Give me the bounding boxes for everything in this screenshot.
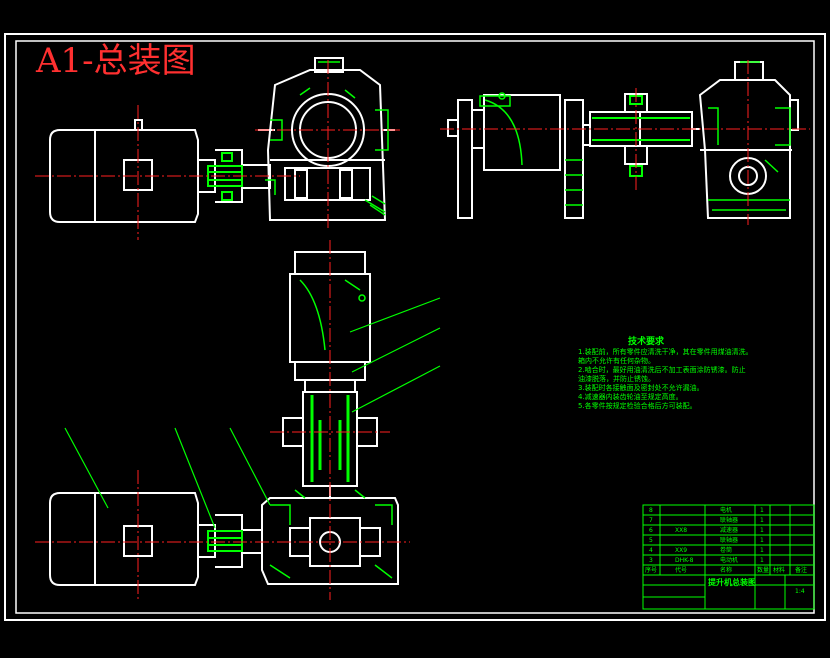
row-qty: 1 [760, 517, 764, 524]
row-no: 7 [649, 517, 653, 524]
coupling-bottom-hatch [207, 530, 243, 552]
technical-notes: 技术要求 1.装配前，所有零件应清洗干净，其在零件用煤油清洗。 箱内不允许有任何… [578, 335, 753, 410]
centerlines [35, 60, 810, 600]
shaft-coupling-hatch [310, 395, 350, 482]
gearbox-top-hatch [265, 61, 389, 216]
row-no: 6 [649, 527, 653, 534]
row-name: 联轴器 [720, 516, 738, 524]
row-no: 3 [649, 557, 653, 564]
row-no: 5 [649, 537, 653, 544]
notes-line: 5.各零件按规定检验合格后方可装配。 [578, 401, 697, 410]
sheet-border-inner [15, 40, 815, 614]
row-qty: 1 [760, 557, 764, 564]
drawing-title: A1-总装图 [35, 41, 196, 81]
notes-line: 油漆脱落，并防止锈蚀。 [578, 374, 655, 383]
sheet-border-outer [4, 33, 826, 621]
notes-line: 4.减速器内装齿轮油至规定高度。 [578, 392, 683, 401]
row-no: 4 [649, 547, 653, 554]
drum-center-hatch [299, 279, 366, 351]
gearbox-bottom-hatch [269, 489, 393, 579]
row-qty: 1 [760, 537, 764, 544]
row-code: XX8 [675, 527, 687, 534]
gearbox-side-hatch [708, 61, 791, 211]
drum-hatch [479, 92, 583, 206]
row-code: DHK-8 [675, 557, 694, 564]
drawing-name: 提升机总装图 [708, 577, 756, 587]
notes-line: 3.装配时各接触面及密封处不允许漏油。 [578, 383, 704, 392]
notes-line: 1.装配前，所有零件应清洗干净，其在零件用煤油清洗。 [578, 347, 753, 356]
scale-value: 1:4 [795, 588, 805, 595]
row-code: XX9 [675, 547, 687, 554]
row-qty: 1 [760, 527, 764, 534]
title-block-text: 8 电机 1 7 联轴器 1 6 XX8 减速器 1 5 联轴器 1 4 XX9… [645, 506, 807, 595]
leader-lines [64, 297, 441, 529]
row-qty: 1 [760, 507, 764, 514]
title-block [642, 504, 815, 610]
row-name: 电动机 [720, 556, 738, 564]
header-code: 代号 [675, 566, 687, 574]
row-name: 电机 [720, 506, 732, 514]
header-qty: 数量 [757, 566, 769, 574]
row-name: 卷筒 [720, 546, 732, 554]
drum-side-view [447, 94, 591, 219]
gearbox-top-view [258, 57, 395, 221]
notes-heading: 技术要求 [628, 335, 665, 347]
header-no: 序号 [645, 566, 657, 574]
row-no: 8 [649, 507, 653, 514]
gearbox-side-view [698, 61, 799, 219]
header-material: 材料 [773, 566, 785, 574]
notes-line: 箱内不允许有任何杂物。 [578, 356, 655, 365]
header-name: 名称 [720, 566, 732, 574]
row-qty: 1 [760, 547, 764, 554]
row-name: 联轴器 [720, 536, 738, 544]
notes-line: 2.啮合时，最好用油清洗后不加工表面涂防锈漆。防止 [578, 365, 746, 374]
row-name: 减速器 [720, 526, 738, 534]
header-remark: 备注 [795, 566, 807, 574]
